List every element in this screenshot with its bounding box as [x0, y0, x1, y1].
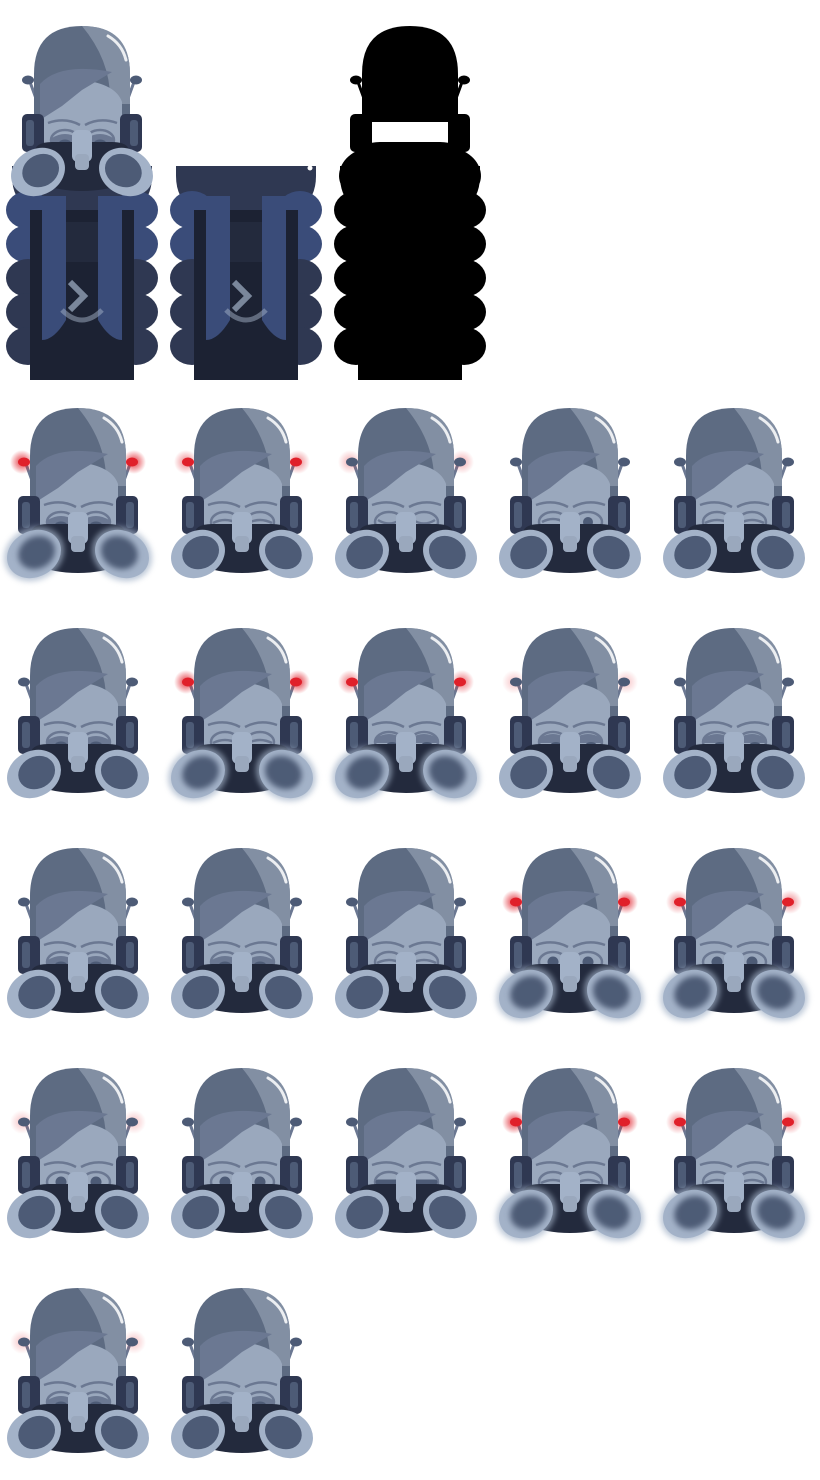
body-frame-body-only: [170, 0, 322, 380]
body-frame-silhouette-art: [334, 26, 486, 380]
head-frame-13-art: [335, 848, 477, 1019]
head-frame-4: [499, 404, 641, 584]
head-frame-22-art: [171, 1288, 313, 1459]
body-frame-full: [6, 0, 158, 380]
head-frame-5-art: [663, 408, 805, 579]
head-frame-3-art: [335, 408, 477, 579]
head-frame-17: [171, 1064, 313, 1244]
head-frame-18: [335, 1064, 477, 1244]
head-frame-9: [499, 624, 641, 804]
head-frame-12-art: [171, 848, 313, 1019]
head-frame-11: [7, 844, 149, 1024]
head-frame-13: [335, 844, 477, 1024]
head-frame-7: [168, 624, 316, 804]
head-frame-4-art: [499, 408, 641, 579]
head-frame-6: [7, 624, 149, 804]
head-frame-8-art: [332, 628, 480, 802]
head-frame-20: [660, 1064, 808, 1244]
body-frame-silhouette: [334, 0, 486, 380]
head-frame-16-art: [7, 1068, 149, 1239]
head-frame-5: [663, 404, 805, 584]
head-frame-2: [171, 404, 313, 584]
head-frame-7-art: [168, 628, 316, 802]
head-frame-1-art: [4, 408, 152, 582]
head-frame-9-art: [499, 628, 641, 799]
head-frame-3: [335, 404, 477, 584]
head-frame-10-art: [663, 628, 805, 799]
head-frame-22: [171, 1284, 313, 1464]
head-frame-19-art: [496, 1068, 644, 1242]
head-frame-16: [7, 1064, 149, 1244]
head-frame-12: [171, 844, 313, 1024]
head-frame-1: [4, 404, 152, 584]
head-frame-14-art: [496, 848, 644, 1022]
head-frame-17-art: [171, 1068, 313, 1239]
head-frame-11-art: [7, 848, 149, 1019]
head-frame-15: [660, 844, 808, 1024]
head-frame-18-art: [335, 1068, 477, 1239]
head-frame-14: [496, 844, 644, 1024]
head-frame-19: [496, 1064, 644, 1244]
head-frame-8: [332, 624, 480, 804]
head-frame-15-art: [660, 848, 808, 1022]
head-frame-20-art: [660, 1068, 808, 1242]
head-frame-10: [663, 624, 805, 804]
head-frame-6-art: [7, 628, 149, 799]
body-frame-full-art: [6, 26, 158, 380]
head-frame-21-art: [7, 1288, 149, 1459]
head-frame-21: [7, 1284, 149, 1464]
body-frame-body-only-art: [170, 165, 322, 380]
head-frame-2-art: [171, 408, 313, 579]
